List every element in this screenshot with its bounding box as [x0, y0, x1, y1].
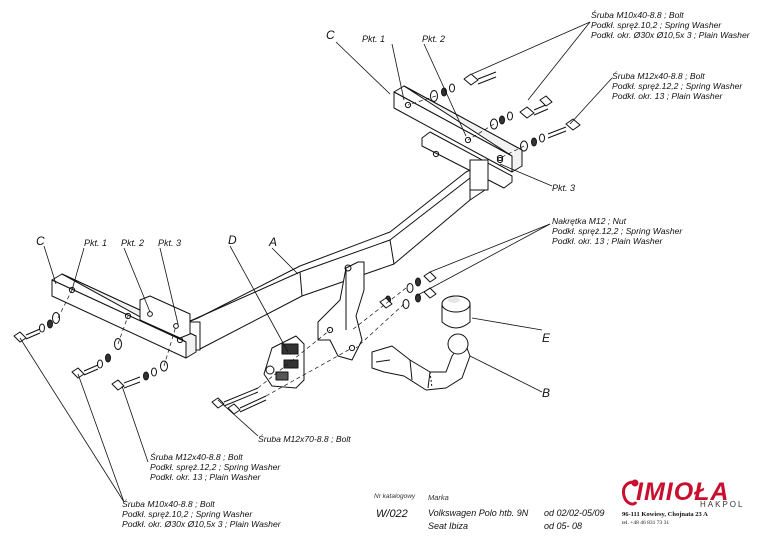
callout-text: Podkł. okr. Ø30x Ø10,5x 3 ; Plain Washer: [591, 30, 750, 40]
point-tag-1-left: Pkt. 1: [84, 238, 108, 248]
model-1: Volkswagen Polo htb. 9N: [428, 508, 529, 518]
callout-text: Podkł. spręż.10,2 ; Spring Washer: [591, 20, 722, 30]
model-2-dates: od 05- 08: [544, 521, 583, 531]
callout-text: Śruba M12x40-8.8 ; Bolt: [612, 71, 705, 81]
callout-text: Podkł. okr. Ø30x Ø10,5x 3 ; Plain Washer: [122, 519, 281, 529]
part-letter-a: A: [269, 235, 278, 249]
bolt-group-m12x70: [211, 387, 267, 415]
part-letter-e: E: [542, 331, 551, 345]
point-tag-3-left: Pkt. 3: [158, 238, 182, 248]
callout-nut-group: Nakrętka M12 ; Nut Podkł. spręż.12,2 ; S…: [552, 216, 682, 246]
model-2: Seat Ibiza: [428, 521, 469, 531]
point-tag-2-left: Pkt. 2: [121, 238, 145, 248]
callout-text: Nakrętka M12 ; Nut: [552, 216, 627, 226]
ball-mount-bracket: [317, 261, 365, 361]
callout-bottom-left: Śruba M10x40-8.8 ; Bolt Podkł. spręż.10,…: [122, 499, 281, 529]
callout-text: Podkł. spręż.12,2 ; Spring Washer: [552, 226, 683, 236]
callout-bolt-m12x70: Śruba M12x70-8.8 ; Bolt: [258, 434, 351, 444]
right-mounting-plate: [393, 85, 523, 173]
crossbar-tube: [187, 159, 489, 351]
company-subtitle: HAKPOL: [700, 500, 745, 509]
right-side-plate: [421, 131, 513, 189]
part-letter-c-top: C: [326, 28, 335, 42]
tow-ball-cap: [441, 295, 471, 329]
leader-lines: [19, 21, 613, 503]
company-phone: tel. +48 46 831 73 31: [622, 520, 670, 526]
callout-text: Podkł. okr. 13 ; Plain Washer: [612, 91, 723, 101]
callout-text: Śruba M12x40-8.8 ; Bolt: [150, 452, 243, 462]
company-address: 96-111 Kowiesy, Chojnata 23 A: [622, 511, 708, 518]
point-tag-1-top: Pkt. 1: [362, 34, 386, 44]
callout-text: Podkł. okr. 13 ; Plain Washer: [552, 236, 663, 246]
company-logo: IMIOŁA: [636, 478, 730, 506]
model-1-dates: od 02/02-05/09: [544, 508, 605, 518]
callout-text: Śruba M10x40-8.8 ; Bolt: [122, 499, 215, 509]
bolt-group-bottom-mid: [111, 360, 168, 391]
bolt-group-bottom-left: [13, 312, 122, 379]
callout-text: Podkł. spręż.12,2 ; Spring Washer: [612, 81, 743, 91]
socket-plate: [263, 335, 305, 389]
point-tag-2-top: Pkt. 2: [422, 34, 446, 44]
part-letter-d: D: [228, 233, 237, 247]
callout-bottom-mid: Śruba M12x40-8.8 ; Bolt Podkł. spręż.12,…: [150, 452, 280, 482]
nut-group: [379, 271, 437, 309]
assembly-centerlines: [57, 95, 525, 397]
callout-text: Podkł. spręż.10,2 ; Spring Washer: [122, 509, 253, 519]
part-letter-c-left: C: [36, 234, 45, 248]
callout-text: Podkł. spręż.12,2 ; Spring Washer: [150, 462, 281, 472]
part-letter-b: B: [542, 386, 551, 400]
catalog-label: Nr katalogowy: [374, 493, 416, 500]
callout-top-right-2: Śruba M12x40-8.8 ; Bolt Podkł. spręż.12,…: [612, 71, 742, 101]
callout-text: Podkł. okr. 13 ; Plain Washer: [150, 472, 261, 482]
bolt-group-top-2: [520, 118, 581, 152]
catalog-number: W/022: [376, 508, 408, 520]
left-side-plate: [139, 295, 191, 339]
tow-hook-logo-icon: [622, 479, 639, 506]
callout-top-right-1: Śruba M10x40-8.8 ; Bolt Podkł. spręż.10,…: [591, 10, 750, 40]
callout-text: Śruba M10x40-8.8 ; Bolt: [591, 10, 684, 20]
tow-ball-neck: [371, 333, 471, 391]
brand-label: Marka: [428, 493, 449, 502]
point-tag-3-right: Pkt. 3: [552, 183, 576, 193]
